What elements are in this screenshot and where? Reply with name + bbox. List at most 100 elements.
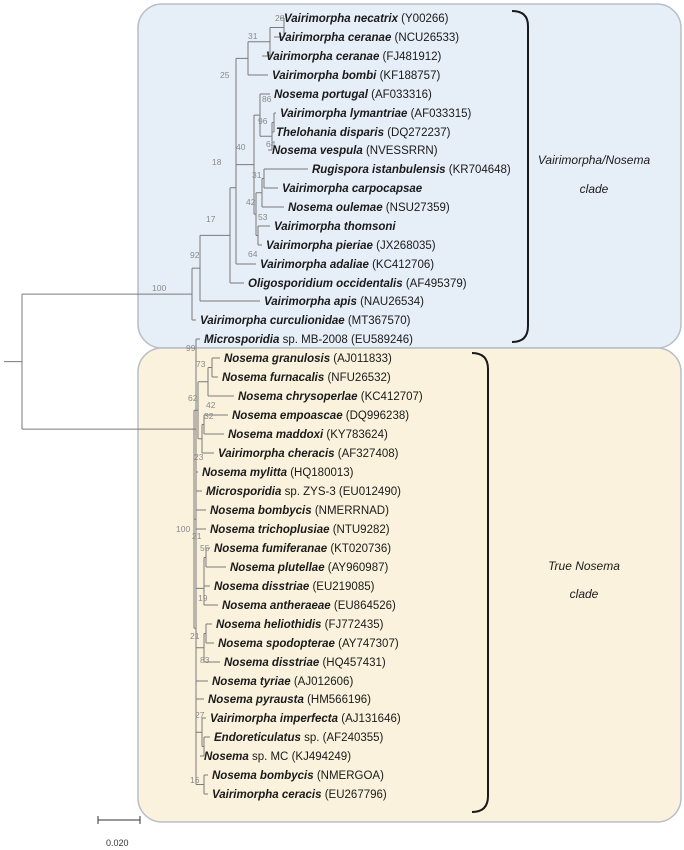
taxon-accession: (AF033316)	[368, 89, 432, 101]
taxon-accession: (AF240355)	[319, 732, 383, 744]
taxon-label: Nosema mylitta (HQ180013)	[202, 467, 354, 479]
clade-panel-true-nosema	[137, 347, 682, 823]
taxon-accession: (NCU26533)	[391, 32, 459, 44]
taxon-accession: (EU012490)	[336, 486, 401, 498]
taxon-label: Nosema antheraeae (EU864526)	[222, 600, 396, 612]
taxon-species: Nosema	[204, 751, 249, 763]
taxon-accession: (DQ272237)	[384, 127, 451, 139]
taxon-accession: (NMERRNAD)	[312, 505, 389, 517]
clade-label-true-nosema: True Nosema	[548, 559, 620, 573]
taxon-label: Vairimorpha carpocapsae	[282, 183, 423, 195]
taxon-accession: (KC412706)	[369, 259, 434, 271]
taxon-species: Vairimorpha thomsoni	[274, 221, 396, 233]
taxon-accession: (NTU9282)	[330, 524, 390, 536]
taxon-species: Nosema bombycis	[210, 505, 312, 517]
bootstrap-value: 64	[266, 139, 276, 149]
taxon-accession: (KC412707)	[358, 391, 423, 403]
taxon-label: Nosema disstriae (EU219085)	[214, 581, 375, 593]
taxon-label: Nosema trichoplusiae (NTU9282)	[210, 524, 390, 536]
taxon-accession: (AY960987)	[325, 562, 389, 574]
taxon-label: Nosema bombycis (NMERGOA)	[212, 770, 384, 782]
clade-label-true-nosema-sub: clade	[570, 587, 599, 601]
taxon-species: Nosema trichoplusiae	[210, 524, 330, 536]
taxon-accession: (AJ011833)	[330, 353, 392, 365]
taxon-label: Vairimorpha thomsoni	[274, 221, 396, 233]
bootstrap-value: 53	[258, 212, 268, 222]
taxon-species: Rugispora istanbulensis	[312, 164, 446, 176]
bootstrap-value: 40	[236, 142, 246, 152]
taxon-label: Nosema bombycis (NMERRNAD)	[210, 505, 389, 517]
taxon-label: Vairimorpha imperfecta (AJ131646)	[210, 713, 401, 725]
taxon-labels: Vairimorpha necatrix (Y00266) Vairimorpha…	[200, 13, 511, 801]
bootstrap-value: 42	[246, 197, 256, 207]
taxon-accession: (EU864526)	[331, 600, 396, 612]
bootstrap-value: 83	[200, 655, 210, 665]
taxon-accession: (MT367570)	[345, 315, 411, 327]
taxon-accession: (FJ481912)	[379, 51, 441, 63]
taxon-accession: (KT020736)	[327, 543, 391, 555]
taxon-accession: (EU267796)	[322, 789, 387, 801]
taxon-species: Nosema empoascae	[232, 410, 343, 422]
bootstrap-value: 31	[248, 31, 258, 41]
bootstrap-value: 42	[206, 400, 216, 410]
taxon-label: Endoreticulatus sp. (AF240355)	[214, 732, 384, 744]
taxon-species: Nosema vespula	[272, 145, 363, 157]
bootstrap-value: 32	[204, 411, 214, 421]
clade-bracket-true-nosema	[471, 352, 489, 813]
taxon-accession: (AF327408)	[335, 448, 399, 460]
taxon-species: Nosema portugal	[274, 89, 369, 101]
taxon-accession: (KF188757)	[376, 70, 440, 82]
taxon-species: Vairimorpha ceracis	[212, 789, 322, 801]
taxon-qualifier: sp. ZYS-3	[281, 486, 335, 498]
taxon-accession: (AF495379)	[403, 278, 467, 290]
taxon-label: Vairimorpha ceracis (EU267796)	[212, 789, 387, 801]
bootstrap-value: 21	[190, 631, 200, 641]
taxon-species: Nosema disstriae	[214, 581, 310, 593]
taxon-label: Nosema furnacalis (NFU26532)	[222, 372, 391, 384]
taxon-accession: (KY783624)	[323, 429, 388, 441]
taxon-label: Microsporidia sp. ZYS-3 (EU012490)	[206, 486, 401, 498]
taxon-species: Vairimorpha bombi	[272, 70, 377, 82]
bootstrap-value: 31	[252, 170, 262, 180]
taxon-species: Nosema mylitta	[202, 467, 288, 479]
taxon-species: Vairimorpha pieriae	[266, 240, 374, 252]
taxon-label: Microsporidia sp. MB-2008 (EU589246)	[204, 334, 413, 346]
taxon-label: Vairimorpha bombi (KF188757)	[272, 70, 440, 82]
taxon-accession: (Y00266)	[398, 13, 449, 25]
taxon-species: Nosema antheraeae	[222, 600, 331, 612]
taxon-accession: (NVESSRRN)	[363, 145, 438, 157]
taxon-label: Vairimorpha adaliae (KC412706)	[260, 259, 434, 271]
taxon-accession: (NSU27359)	[383, 202, 450, 214]
taxon-qualifier: sp. MC	[249, 751, 289, 763]
bootstrap-value: 96	[258, 116, 268, 126]
taxon-species: Microsporidia	[206, 486, 282, 498]
taxon-species: Nosema heliothidis	[216, 619, 321, 631]
bootstrap-value: 100	[152, 283, 166, 293]
taxon-label: Nosema maddoxi (KY783624)	[228, 429, 388, 441]
taxon-species: Vairimorpha curculionidae	[200, 315, 345, 327]
taxon-accession: (JX268035)	[373, 240, 436, 252]
taxon-label: Nosema tyriae (AJ012606)	[212, 676, 353, 688]
taxon-accession: (AJ131646)	[338, 713, 401, 725]
taxon-accession: (NFU26532)	[324, 372, 391, 384]
bootstrap-value: 18	[212, 157, 222, 167]
bootstrap-value: 99	[186, 343, 196, 353]
taxon-species: Nosema bombycis	[212, 770, 314, 782]
taxon-accession: (FJ772435)	[321, 619, 383, 631]
taxon-label: Vairimorpha ceranae (NCU26533)	[278, 32, 459, 44]
taxon-species: Nosema furnacalis	[222, 372, 324, 384]
bootstrap-value: 16	[190, 775, 200, 785]
taxon-species: Vairimorpha apis	[264, 296, 357, 308]
bootstrap-value: 27	[195, 710, 205, 720]
taxon-accession: (HQ180013)	[287, 467, 354, 479]
taxon-species: Vairimorpha imperfecta	[210, 713, 339, 725]
bootstrap-value: 86	[262, 94, 272, 104]
taxon-label: Nosema vespula (NVESSRRN)	[272, 145, 438, 157]
taxon-species: Nosema maddoxi	[228, 429, 324, 441]
taxon-label: Vairimorpha apis (NAU26534)	[264, 296, 424, 308]
taxon-species: Nosema spodopterae	[218, 638, 336, 650]
taxon-species: Vairimorpha necatrix	[284, 13, 399, 25]
bootstrap-value: 23	[194, 452, 204, 462]
scale-bar	[97, 816, 141, 824]
